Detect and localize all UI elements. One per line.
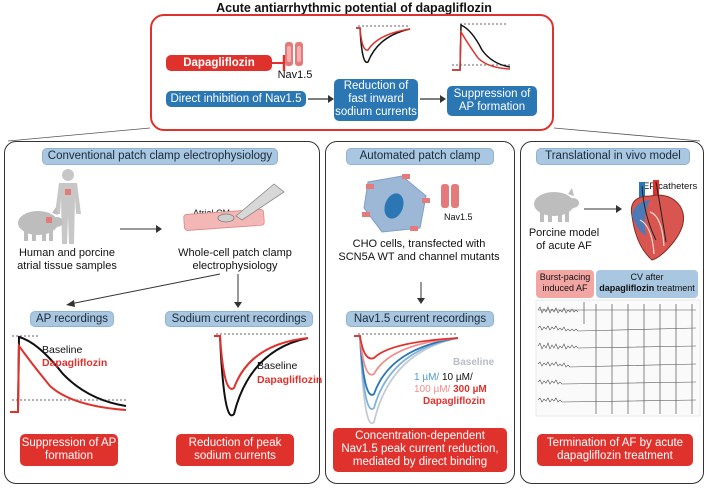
conc-2: 10 µM/ <box>442 372 473 383</box>
cho-cells-label: CHO cells, transfected with SCN5A WT and… <box>338 238 500 263</box>
cell-pipette-icon <box>183 183 285 231</box>
ap-baseline-label: Baseline <box>42 344 83 356</box>
conc-4: 300 µM <box>453 384 487 395</box>
catheters-label: EP catheters <box>643 181 698 192</box>
ap-dapa-label: Dapagliflozin <box>42 357 108 369</box>
panel3-header: Translational in vivo model <box>536 148 690 165</box>
cv-treatment: treatment <box>656 283 695 293</box>
result-concentration: Concentration-dependent Nav1.5 peak curr… <box>333 428 507 472</box>
result-af: Termination of AF by acute dapagliflozin… <box>537 434 693 466</box>
result-ap: Suppression of AP formation <box>20 434 118 466</box>
sodium-recordings-header: Sodium current recordings <box>165 311 313 327</box>
ecg-recording <box>535 299 701 417</box>
drug-label: Dapagliflozin <box>166 55 272 71</box>
arrow-down-2 <box>417 282 425 304</box>
panel2-header: Automated patch clamp <box>346 148 494 165</box>
pig-icon-2 <box>534 188 579 222</box>
effect-ap: Suppression of AP formation <box>447 86 537 116</box>
conc-3: 100 µM/ <box>414 384 451 395</box>
human-icon <box>55 169 81 244</box>
cv-drug: dapagliflozin <box>599 283 655 293</box>
figure-title: Acute antiarrhythmic potential of dapagl… <box>216 1 492 15</box>
channel-label: Nav1.5 <box>277 69 313 81</box>
baseline-label-2: Baseline <box>453 357 495 368</box>
burst-pacing-label: Burst-pacing induced AF <box>536 270 594 298</box>
cho-cell-icon <box>362 174 430 233</box>
conc-1: 1 µM/ <box>414 372 440 383</box>
arrow-1 <box>308 95 334 103</box>
conc-line-1: 1 µM/ 10 µM/ <box>414 372 473 383</box>
ap-trace-small <box>452 23 511 71</box>
channel-label-2: Nav1.5 <box>444 212 473 222</box>
channel-icon-2 <box>441 184 459 208</box>
nav-traces <box>354 333 459 425</box>
arrow-2 <box>420 95 446 103</box>
pig-icon <box>18 207 63 241</box>
effect-sodium-current: Reduction of fast inward sodium currents <box>334 79 418 121</box>
arrows-recordings <box>66 273 242 308</box>
channel-icon <box>285 42 303 66</box>
sodium-trace-small <box>356 25 411 64</box>
arrow-pig-heart <box>584 205 622 213</box>
inhibition-arrow <box>272 55 286 71</box>
dapa-label-2: Dapagliflozin <box>423 396 486 407</box>
arrow-samples <box>120 225 162 233</box>
sodium-trace <box>214 333 309 417</box>
na-dapa-label: Dapagliflozin <box>257 374 323 386</box>
cv-after-text: CV after <box>630 272 664 282</box>
wholecell-label: Whole-cell patch clamp electrophysiology <box>178 247 292 272</box>
na-baseline-label: Baseline <box>257 360 298 372</box>
result-sodium: Reduction of peak sodium currents <box>176 434 294 466</box>
heart-icon <box>630 180 685 261</box>
nav-recordings-header: Nav1.5 current recordings <box>346 311 494 327</box>
cv-after-drug-line: dapagliflozin treatment <box>596 283 698 294</box>
mechanism-label: Direct inhibition of Nav1.5 <box>166 91 306 107</box>
conc-line-2: 100 µM/ 300 µM <box>414 384 487 395</box>
ap-recordings-header: AP recordings <box>30 311 114 327</box>
samples-label: Human and porcine atrial tissue samples <box>17 247 117 272</box>
model-label: Porcine model of acute AF <box>528 227 600 252</box>
cv-after-label: CV after dapagliflozin treatment <box>596 270 698 298</box>
zoom-connectors <box>7 127 701 142</box>
panel1-header: Conventional patch clamp electrophysiolo… <box>42 148 278 165</box>
ap-trace <box>10 335 127 413</box>
